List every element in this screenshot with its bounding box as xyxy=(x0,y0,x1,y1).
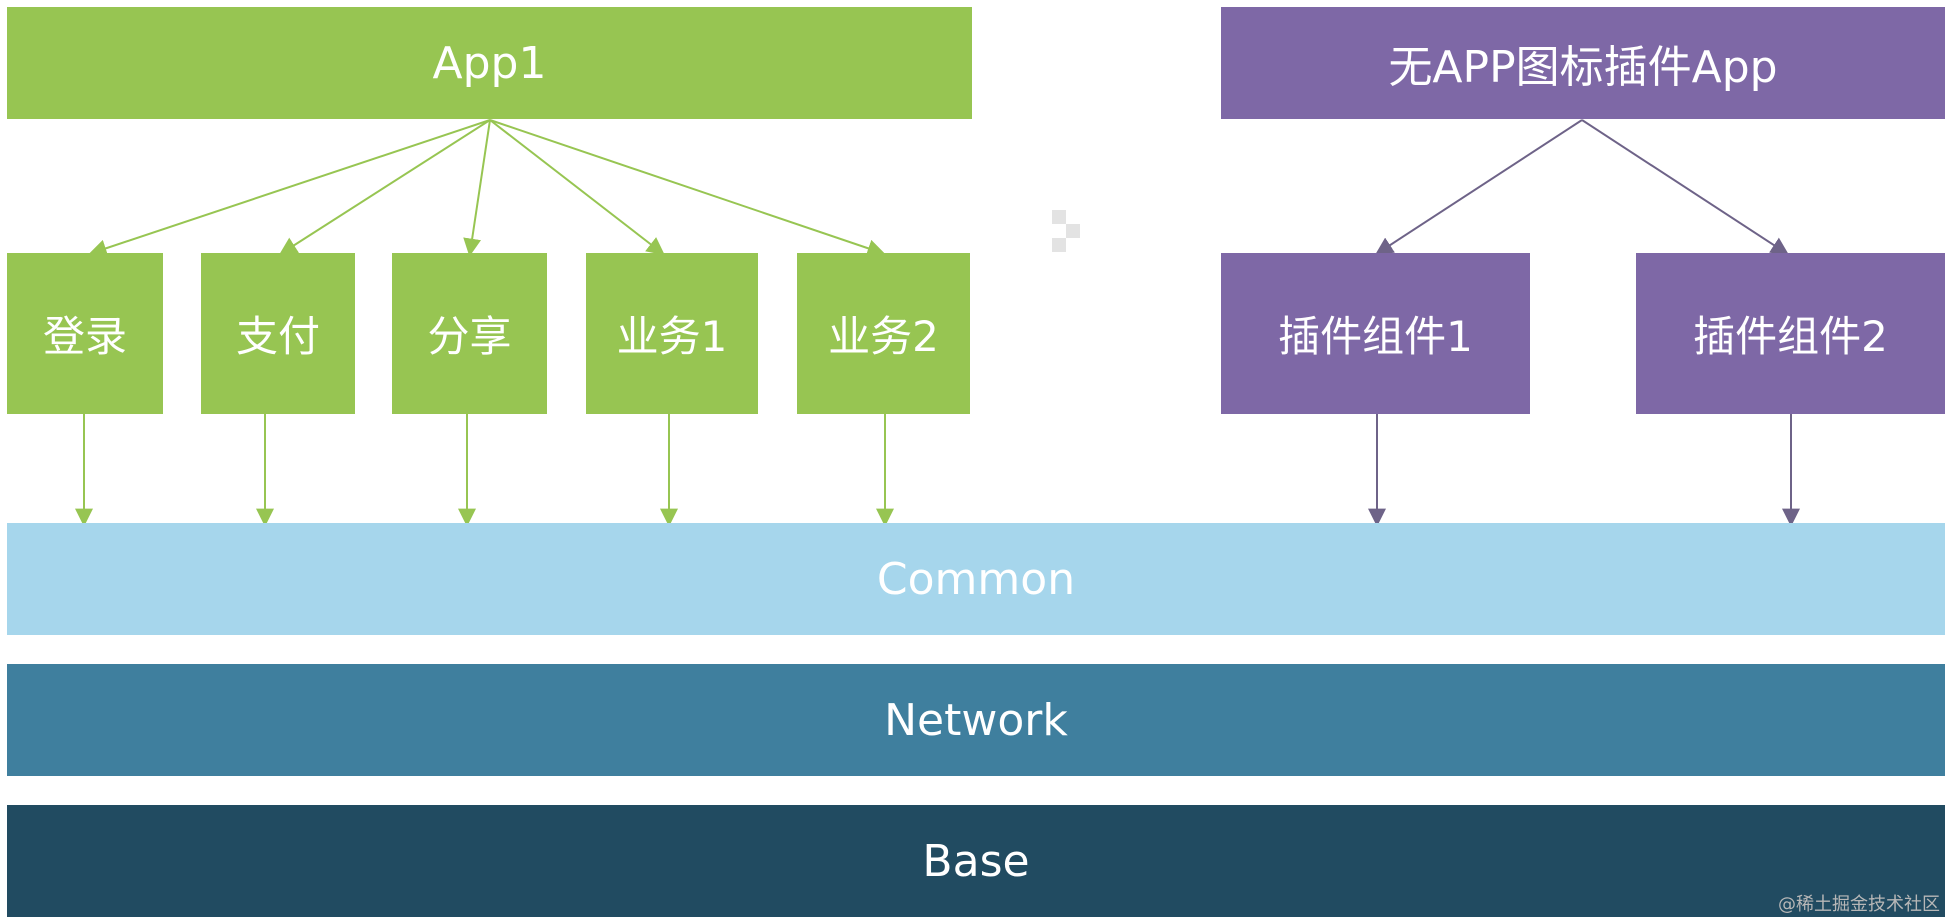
plugin-app-box: 无APP图标插件App xyxy=(1221,7,1945,119)
module-plugin1: 插件组件1 xyxy=(1221,253,1530,414)
edge-app1-biz2 xyxy=(489,119,886,257)
module-share-label: 分享 xyxy=(427,312,512,361)
edge-app1-biz1 xyxy=(489,119,665,256)
module-plugin2-label: 插件组件2 xyxy=(1693,312,1888,361)
edge-app1-pay xyxy=(278,119,491,255)
module-plugin2: 插件组件2 xyxy=(1636,253,1945,414)
module-biz2: 业务2 xyxy=(797,253,970,414)
module-login-label: 登录 xyxy=(42,312,127,361)
decorative-pattern-icon xyxy=(1052,210,1084,258)
watermark-text: @稀土掘金技术社区 xyxy=(1778,894,1940,915)
plugin-app-label: 无APP图标插件App xyxy=(1388,42,1778,93)
module-pay-label: 支付 xyxy=(235,312,320,361)
module-login: 登录 xyxy=(7,253,163,414)
edge-pluginapp-plugin1 xyxy=(1374,119,1583,255)
layer-common-label: Common xyxy=(876,553,1076,605)
module-plugin1-label: 插件组件1 xyxy=(1278,312,1473,361)
app1-box: App1 xyxy=(7,7,972,119)
module-biz2-label: 业务2 xyxy=(828,312,939,361)
module-biz1-label: 业务1 xyxy=(616,312,728,361)
edge-pluginapp-plugin2 xyxy=(1581,119,1790,255)
layer-network-label: Network xyxy=(884,694,1068,746)
layer-base-label: Base xyxy=(922,835,1030,887)
edge-app1-login xyxy=(88,119,491,257)
app1-label: App1 xyxy=(432,37,547,89)
edge-app1-share xyxy=(463,119,491,257)
layer-base: Base xyxy=(7,805,1945,917)
layer-common: Common xyxy=(7,523,1945,635)
module-share: 分享 xyxy=(392,253,547,414)
layer-network: Network xyxy=(7,664,1945,776)
module-pay: 支付 xyxy=(201,253,355,414)
module-biz1: 业务1 xyxy=(586,253,758,414)
